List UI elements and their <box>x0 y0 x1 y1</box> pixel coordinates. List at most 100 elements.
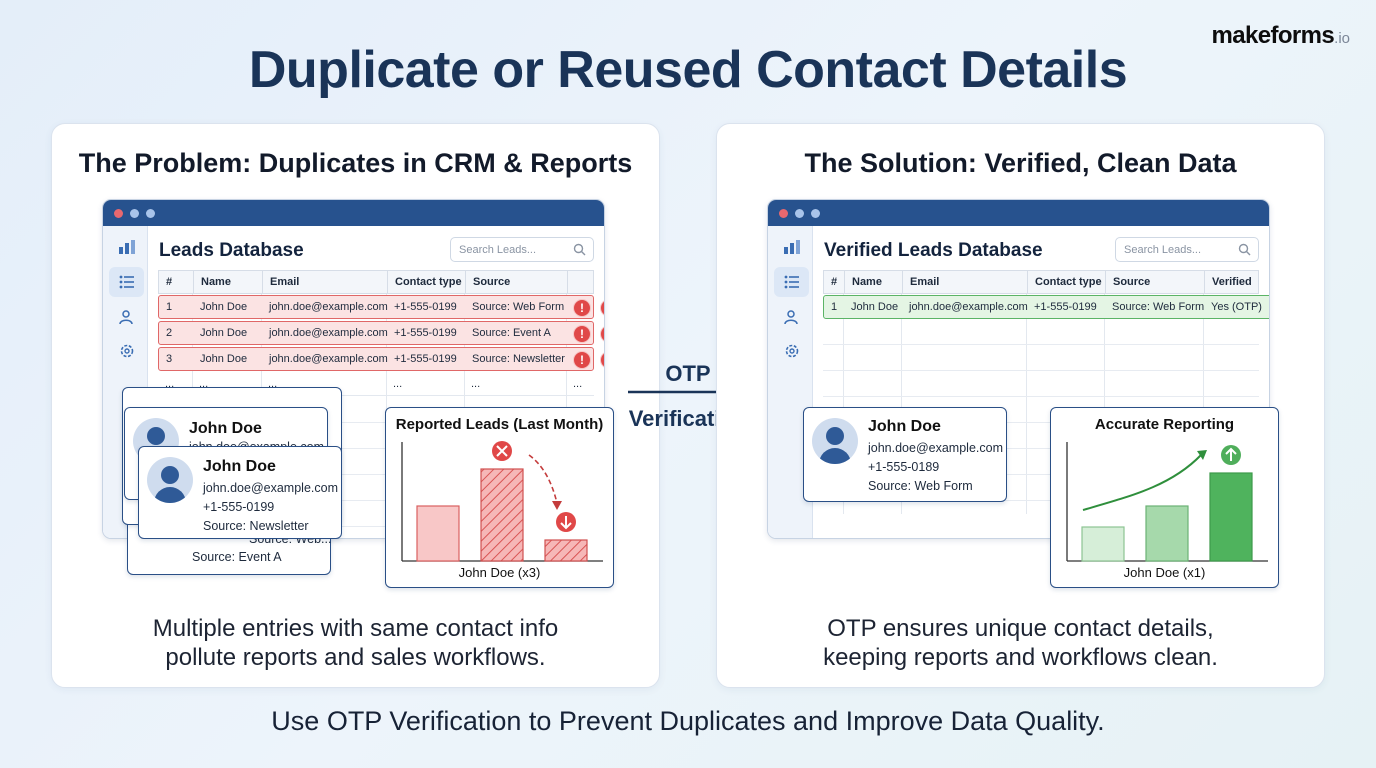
row-name: John Doe <box>851 301 899 313</box>
col-email[interactable]: Email <box>262 271 387 293</box>
card-phone: +1-555-0199 <box>203 500 275 514</box>
window-dot-blue-2 <box>146 209 155 218</box>
chart-bar <box>544 539 588 562</box>
contact-card[interactable]: John Doe john.doe@example.com +1-555-019… <box>138 446 342 539</box>
col-verified[interactable]: Verified <box>1204 271 1260 293</box>
search-placeholder: Search Leads... <box>1124 244 1202 256</box>
list-icon[interactable] <box>774 267 809 297</box>
card-name: John Doe <box>868 418 941 435</box>
avatar <box>812 418 858 464</box>
decline-arrowhead <box>552 501 562 510</box>
col-contact-type[interactable]: Contact type <box>1027 271 1105 293</box>
caption-line: OTP ensures unique contact details, <box>827 615 1214 642</box>
accurate-reporting-chart: Accurate Reporting John Doe (x1) <box>1050 407 1279 588</box>
solution-heading: The Solution: Verified, Clean Data <box>804 148 1237 178</box>
up-arrow-glyph <box>1225 447 1237 461</box>
row-phone: +1-555-0199 <box>394 327 457 339</box>
logo-tld: .io <box>1334 30 1350 47</box>
logo-name: makeforms <box>1211 22 1335 49</box>
col-name[interactable]: Name <box>193 271 262 293</box>
row-phone: +1-555-0199 <box>394 353 457 365</box>
chart-xlabel: John Doe (x1) <box>1123 565 1206 580</box>
row-email: john.doe@example.com <box>269 327 388 339</box>
col-source[interactable]: Source <box>465 271 567 293</box>
alert-icon: ! <box>600 351 604 369</box>
dashboard-icon[interactable] <box>109 232 144 262</box>
row-phone: +1-555-0199 <box>1034 301 1097 313</box>
col-source[interactable]: Source <box>1105 271 1204 293</box>
window-title-bar <box>768 200 1269 226</box>
alert-icon: ! <box>600 299 604 317</box>
caption-line: keeping reports and workflows clean. <box>823 644 1218 671</box>
search-input[interactable]: Search Leads... <box>1115 237 1259 262</box>
table-row[interactable]: 2 John Doe john.doe@example.com +1-555-0… <box>158 321 604 345</box>
decline-arrow <box>528 454 558 504</box>
col-number[interactable]: # <box>166 276 173 288</box>
alert-icon: ! <box>573 325 591 343</box>
ellipsis: ... <box>573 377 583 390</box>
card-email: john.doe@example.com <box>189 440 324 449</box>
row-email: john.doe@example.com <box>269 353 388 365</box>
ellipsis: ... <box>199 377 209 390</box>
dashboard-icon[interactable] <box>774 232 809 262</box>
card-name: John Doe <box>189 420 262 437</box>
table-header: # Name Email Contact type Source <box>158 270 594 294</box>
row-source: Source: Web Form <box>472 301 565 313</box>
col-flags <box>567 271 595 293</box>
solution-panel: The Solution: Verified, Clean Data Verif… <box>716 123 1325 688</box>
settings-icon[interactable] <box>109 336 144 366</box>
makeforms-logo: makeforms.io <box>1211 22 1350 50</box>
row-name: John Doe <box>200 327 248 339</box>
list-icon[interactable] <box>109 267 144 297</box>
row-number: 1 <box>166 301 173 313</box>
row-verified: Yes (OTP) <box>1211 301 1262 313</box>
chart-xlabel: John Doe (x3) <box>458 565 541 580</box>
solution-caption: OTP ensures unique contact details, keep… <box>717 614 1324 672</box>
row-name: John Doe <box>200 301 248 313</box>
chart-bar <box>1145 505 1189 562</box>
accurate-reporting-svg <box>1066 442 1268 562</box>
window-dot-blue-2 <box>811 209 820 218</box>
window-dot-red <box>114 209 123 218</box>
card-email: john.doe@example.com <box>203 481 338 495</box>
col-email[interactable]: Email <box>902 271 1027 293</box>
table-header: # Name Email Contact type Source Verifie… <box>823 270 1259 294</box>
caption-line: pollute reports and sales workflows. <box>165 644 546 671</box>
card-email: john.doe@example.com <box>868 441 1003 455</box>
alert-icon: ! <box>573 299 591 317</box>
row-phone: +1-555-0199 <box>394 301 457 313</box>
col-name[interactable]: Name <box>844 271 902 293</box>
alert-icon: ! <box>573 351 591 369</box>
window-dot-blue <box>795 209 804 218</box>
row-number: 2 <box>166 327 173 339</box>
chart-bar <box>480 468 524 562</box>
card-source: Source: Event A <box>192 550 282 564</box>
card-phone: +1-555-0189 <box>868 460 940 474</box>
card-source: Source: Web Form <box>868 479 973 493</box>
col-contact-type[interactable]: Contact type <box>387 271 465 293</box>
problem-panel: The Problem: Duplicates in CRM & Reports… <box>51 123 660 688</box>
table-row[interactable]: 1 John Doe john.doe@example.com +1-555-0… <box>823 295 1269 319</box>
reported-leads-svg <box>401 441 603 562</box>
avatar <box>147 457 193 503</box>
alert-mark: ! <box>580 327 584 341</box>
ellipsis: ... <box>471 377 481 390</box>
row-email: john.doe@example.com <box>909 301 1028 313</box>
users-icon[interactable] <box>109 302 144 332</box>
table-row[interactable]: 1 John Doe john.doe@example.com +1-555-0… <box>158 295 604 319</box>
table-row[interactable]: 3 John Doe john.doe@example.com +1-555-0… <box>158 347 604 371</box>
col-number[interactable]: # <box>831 276 838 288</box>
contact-card[interactable]: John Doe john.doe@example.com +1-555-018… <box>803 407 1007 502</box>
search-icon <box>573 243 586 256</box>
chart-bar <box>416 505 460 562</box>
row-source: Source: Newsletter <box>472 353 565 365</box>
ellipsis: ... <box>165 377 175 390</box>
otp-label: OTP <box>665 361 711 386</box>
chart-title: Reported Leads (Last Month) <box>395 416 604 433</box>
row-name: John Doe <box>200 353 248 365</box>
users-icon[interactable] <box>774 302 809 332</box>
window-title-bar <box>103 200 604 226</box>
search-input[interactable]: Search Leads... <box>450 237 594 262</box>
caption-line: Multiple entries with same contact info <box>152 615 559 642</box>
settings-icon[interactable] <box>774 336 809 366</box>
